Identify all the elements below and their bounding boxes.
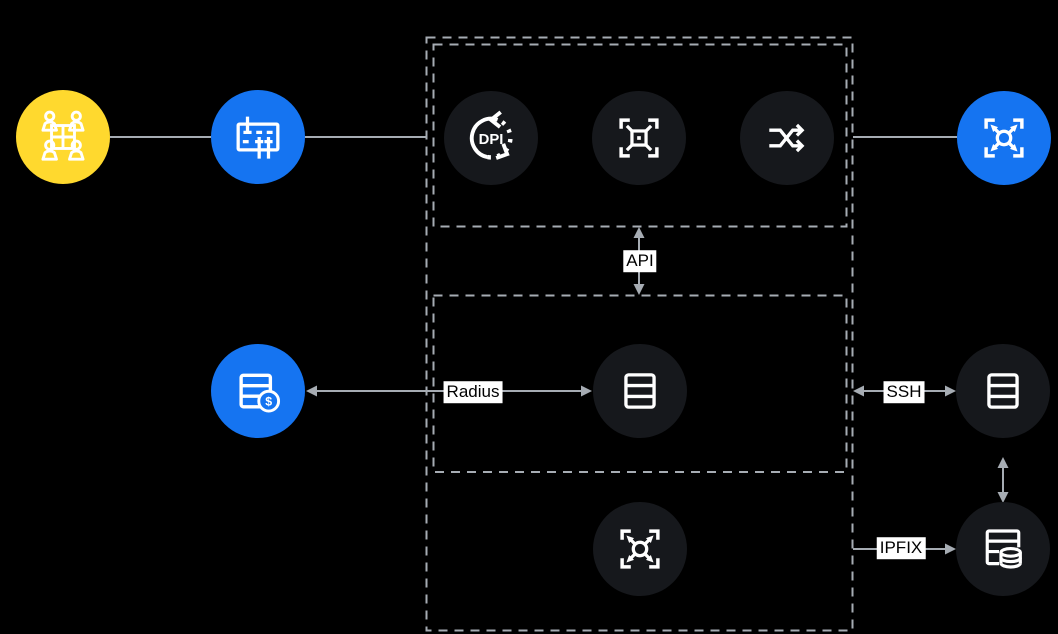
ssh-db-arrowhead-down [997, 492, 1009, 503]
api-arrowhead-down [633, 284, 645, 295]
users-group-icon [41, 110, 85, 161]
outer-dashed-box [425, 36, 854, 632]
node-ssh-managed-device [956, 344, 1050, 438]
server-database-icon [985, 529, 1023, 569]
ssh-db-arrowhead-up [997, 457, 1009, 468]
dpi-badge-text: DPI [479, 132, 504, 148]
ipfix-label: IPFIX [876, 537, 926, 559]
route-arrows-icon [978, 112, 1030, 164]
dpi-cycle-icon: DPI [469, 110, 513, 160]
api-arrowhead-up [633, 227, 645, 238]
server-stack-icon [987, 373, 1019, 409]
dollar-badge-text: $ [265, 395, 272, 409]
frame-target-icon [619, 118, 659, 158]
middle-inner-dashed-box [432, 294, 848, 473]
node-billing-system: $ [211, 344, 305, 438]
server-dollar-icon: $ [239, 373, 281, 413]
node-edge-router [957, 91, 1051, 185]
radius-arrowhead-right [581, 385, 592, 397]
node-subscribers [16, 90, 110, 184]
ssh-arrowhead-right [945, 385, 956, 397]
node-access-switch [211, 90, 305, 184]
node-flow-database [956, 502, 1050, 596]
server-stack-icon [624, 373, 656, 409]
ipfix-arrowhead-right [945, 543, 956, 555]
node-dpi-engine: DPI [444, 91, 538, 185]
node-platform-core [592, 91, 686, 185]
ssh-arrowhead-left [853, 385, 864, 397]
node-traffic-steering [740, 91, 834, 185]
api-label: API [623, 250, 657, 272]
switch-icon [236, 116, 280, 159]
radius-label: Radius [443, 381, 503, 403]
arrowheads [306, 227, 1009, 555]
shuffle-icon [769, 123, 805, 153]
top-inner-dashed-box [432, 43, 848, 228]
ssh-label: SSH [883, 381, 925, 403]
route-arrows-icon [614, 523, 666, 575]
radius-arrowhead-left [306, 385, 317, 397]
node-collector [593, 502, 687, 596]
node-radius-server [593, 344, 687, 438]
